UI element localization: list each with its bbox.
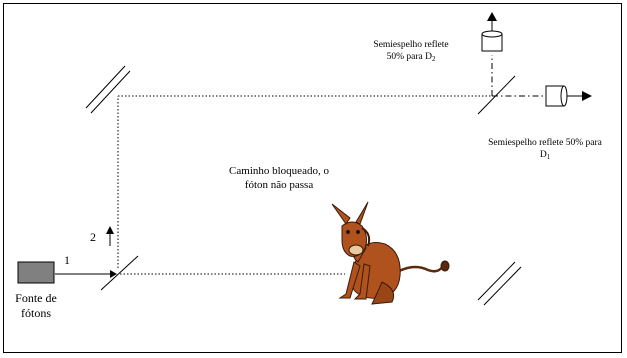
semi-top-line2: 50% para D: [386, 51, 432, 62]
mirror-top-left-a: [85, 65, 126, 109]
diagram-frame: [3, 3, 622, 353]
semi-top-line2-wrap: 50% para D2: [352, 52, 470, 64]
donkey-icon: [331, 201, 450, 305]
semi-mirror-right-label: Semiespelho reflete 50% para D1: [470, 138, 620, 162]
source-line1: Fonte de: [15, 291, 57, 305]
detector-d2-icon: [481, 12, 503, 52]
mirror-bottom-left: [100, 255, 139, 291]
photon-source: [17, 261, 55, 284]
beam-2-label: 2: [90, 230, 96, 244]
semi-right-line2: D: [539, 149, 547, 160]
blocked-path-label: Caminho bloqueado, o fóton não passa: [214, 165, 344, 193]
photon-source-label: Fonte de fótons: [6, 291, 66, 321]
semi-right-line2-wrap: D1: [470, 150, 620, 162]
semi-mirror-top-label: Semiespelho reflete 50% para D2: [352, 40, 470, 64]
semi-right-subscript: 1: [546, 152, 551, 161]
detector-d1-icon: [545, 85, 592, 107]
blocked-line2: fóton não passa: [244, 178, 314, 191]
semi-right-line1: Semiespelho reflete 50% para: [488, 138, 602, 148]
mirror-bottom-right-b: [483, 266, 522, 306]
beam-2-arrow: [106, 226, 114, 234]
mirror-top-left-b: [90, 70, 131, 114]
semi-top-line1: Semiespelho reflete: [373, 40, 449, 50]
blocked-line1: Caminho bloqueado, o: [229, 165, 329, 177]
source-line2: fótons: [21, 306, 51, 320]
semi-mirror-top-right: [477, 75, 516, 115]
semi-top-subscript: 2: [431, 54, 436, 63]
mirror-bottom-right-a: [477, 261, 516, 301]
beam-1-arrow: [110, 270, 117, 278]
beam-1-label: 1: [64, 253, 70, 267]
